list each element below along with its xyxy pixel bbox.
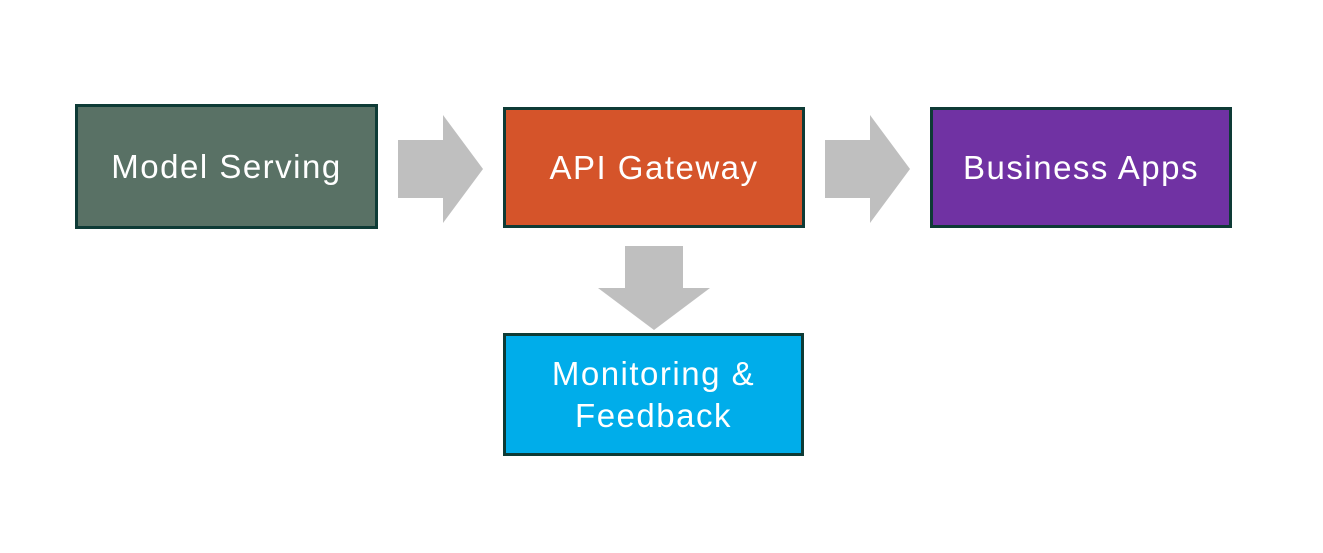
node-business-apps: Business Apps [930, 107, 1232, 228]
node-monitoring-feedback: Monitoring & Feedback [503, 333, 804, 456]
node-model-serving: Model Serving [75, 104, 378, 229]
node-api-gateway-label: API Gateway [549, 148, 759, 186]
node-model-serving-label: Model Serving [111, 147, 342, 185]
arrow-right-icon [398, 115, 483, 223]
arrow-down-icon [598, 246, 710, 330]
arrow-right-icon [825, 115, 910, 223]
node-monitoring-feedback-label: Monitoring & Feedback [551, 354, 756, 434]
node-business-apps-label: Business Apps [963, 148, 1199, 186]
node-api-gateway: API Gateway [503, 107, 805, 228]
